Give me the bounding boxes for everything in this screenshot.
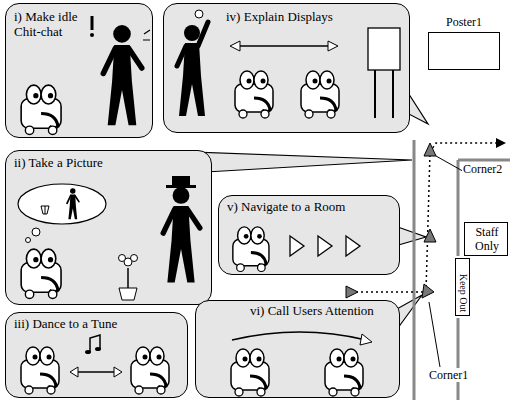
drawing-part [374, 70, 376, 118]
drawing-part [26, 238, 31, 243]
drawing-part [143, 30, 150, 40]
drawing-part [392, 70, 394, 118]
drawing-part [76, 371, 116, 372]
drawing-part [360, 334, 372, 345]
drawing-part [119, 288, 137, 300]
drawing-part [235, 71, 273, 118]
drawing-part [457, 160, 460, 256]
drawing-part [429, 302, 440, 367]
drawing-part [103, 25, 142, 125]
drawing-part [119, 255, 126, 262]
drawing-part [195, 10, 203, 18]
drawing-part [41, 206, 49, 214]
corner-label: Corner2 [462, 162, 503, 176]
panel-label: Staff Only [467, 225, 507, 253]
dance-scene [21, 335, 169, 394]
drawing-part [114, 367, 122, 377]
drawing-part [85, 350, 91, 354]
keep-out-sign: Keep Out [455, 258, 470, 316]
call-attention-scene [231, 332, 372, 396]
poster-box: Poster1 [428, 32, 500, 70]
take-picture-scene [18, 176, 200, 300]
drawing-part [233, 227, 269, 272]
drawing-part [91, 16, 94, 30]
panel-label: v) Navigate to a Room [227, 199, 399, 214]
panel-label: ii) Take a Picture [14, 155, 211, 170]
corner-label: Corner1 [428, 368, 469, 382]
drawing-part [131, 347, 169, 394]
staff-only-door: Staff Only [464, 222, 508, 256]
drawing-part [21, 85, 61, 134]
drawing-part [190, 152, 412, 172]
drawing-part [32, 228, 40, 236]
explain-displays-scene [177, 10, 400, 118]
drawing-part [127, 268, 129, 290]
drawing-part [346, 286, 358, 298]
call-attention-panel: vi) Call Users Attention [195, 300, 400, 398]
drawing-part [240, 45, 328, 46]
drawing-part [424, 143, 436, 156]
drawing-part [424, 229, 436, 242]
drawing-part [368, 28, 400, 70]
drawing-part [172, 176, 190, 186]
drawing-part [457, 318, 460, 400]
drawing-part [90, 33, 94, 37]
drawing-part [18, 184, 106, 224]
drawing-part [163, 187, 200, 283]
drawing-part [325, 349, 363, 396]
drawing-part [21, 249, 61, 298]
drawing-part [131, 255, 138, 262]
drawing-part [301, 71, 339, 118]
drawing-part [67, 188, 79, 219]
drawing-part [166, 185, 196, 188]
navigate-scene [233, 227, 360, 272]
drawing-part [95, 347, 101, 351]
panel-label: iv) Explain Displays [226, 9, 409, 24]
panel-label: Keep Out [458, 274, 468, 313]
drawing-part [90, 335, 100, 352]
drawing-part [413, 140, 416, 400]
drawing-part [21, 347, 59, 394]
drawing-part [328, 41, 338, 51]
panel-label: i) Make idle Chit-chat [14, 9, 102, 39]
drawing-part [496, 138, 506, 148]
drawing-part [422, 284, 434, 298]
drawing-part [177, 22, 208, 116]
walls [414, 140, 510, 400]
drawing-part [232, 332, 366, 340]
panel-label: Poster1 [429, 15, 499, 29]
panel-label: vi) Call Users Attention [250, 303, 399, 318]
panel-label: iii) Dance to a Tune [14, 316, 187, 331]
drawing-part [290, 236, 360, 256]
chit-chat-scene [21, 16, 150, 135]
drawing-part [70, 367, 78, 377]
drawing-part [230, 41, 240, 51]
drawing-part [231, 349, 269, 396]
